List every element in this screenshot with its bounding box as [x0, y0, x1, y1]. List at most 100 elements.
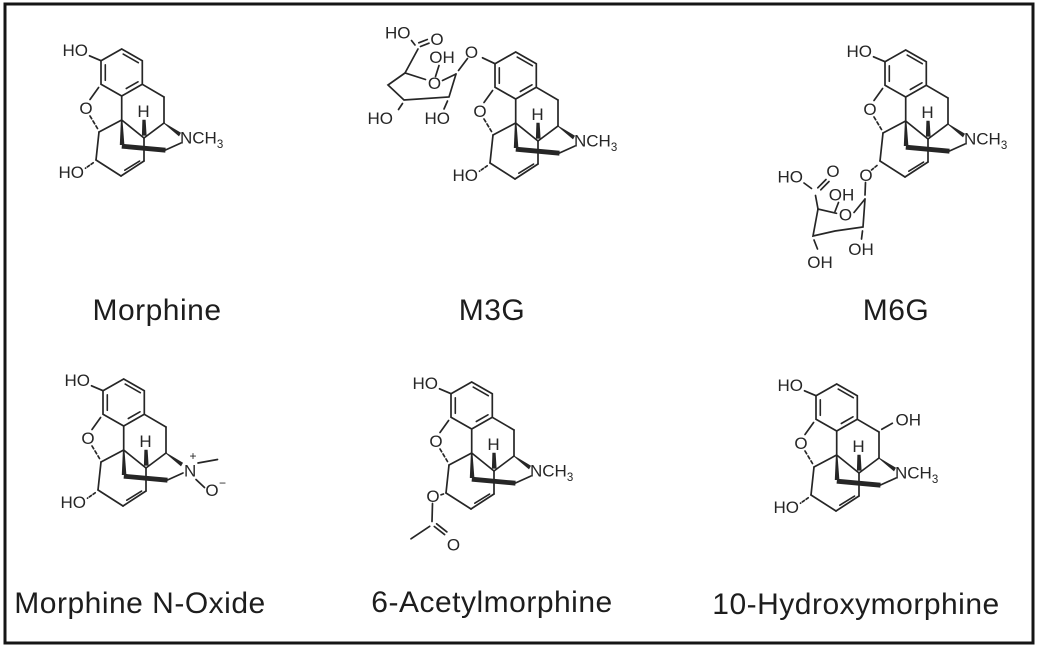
atom-label-ho3: HO: [63, 41, 89, 60]
morphinan-core: [81, 379, 183, 506]
glucuronide-group: O O HO O OH OH OH: [778, 162, 878, 272]
atom-label-ho3: HO: [778, 376, 804, 395]
bond: [195, 478, 206, 489]
acetyl-group: O O: [410, 487, 460, 555]
bond: [813, 239, 819, 250]
atom-label-ring-o: O: [839, 206, 852, 225]
atom-label-acid-ho: HO: [778, 168, 804, 187]
morphinan-core: [429, 382, 531, 509]
double-bond-line: [419, 42, 430, 48]
atom-label-oh-top: OH: [429, 48, 455, 67]
subscript: 3: [217, 139, 223, 151]
bond: [197, 458, 219, 464]
bond: [431, 502, 434, 523]
atom-label-ho3: HO: [65, 371, 91, 390]
n-oxide-group: N + O −: [184, 449, 226, 500]
bond: [434, 64, 440, 78]
atom-label-oh-br: OH: [848, 240, 874, 259]
morphinan-core: [794, 384, 896, 511]
structure-morphine-n-oxide: HO HO N + O −: [61, 371, 227, 512]
dashed-bond: [870, 164, 878, 171]
atom-label-acid-ho: HO: [385, 24, 411, 43]
subscript: 3: [611, 142, 617, 154]
atom-label-oh-bl: OH: [807, 253, 833, 272]
double-bond-line: [435, 522, 448, 533]
molecule-label-m3g: M3G: [459, 294, 526, 327]
methyl-label: CH: [586, 132, 611, 151]
bond: [860, 230, 864, 240]
bond: [880, 422, 894, 431]
atom-label-nch3: NCH3: [895, 464, 938, 487]
atom-label-nch3: NCH3: [530, 462, 573, 485]
dashed-bond: [86, 491, 97, 500]
bond: [410, 525, 431, 540]
double-bond-line: [433, 525, 446, 536]
atom-label-oh-top: OH: [829, 186, 855, 205]
atom-label-nch3: NCH3: [574, 132, 617, 155]
atom-label-ho3: HO: [847, 42, 873, 61]
atom-label-nch3: NCH3: [964, 130, 1007, 153]
morphinan-core: [79, 49, 181, 176]
glucuronide-group: O O HO O OH HO HO: [368, 24, 496, 128]
methyl-label: CH: [976, 130, 1001, 149]
n-label: N: [574, 132, 586, 151]
atom-label-nch3: NCH3: [180, 129, 223, 152]
structure-10-hydroxymorphine: HO HO NCH3 OH: [774, 376, 939, 517]
methyl-label: CH: [192, 129, 217, 148]
atom-label-oh10: OH: [896, 411, 922, 430]
molecule-label-m6g: M6G: [863, 294, 930, 327]
bond: [872, 55, 886, 63]
molecule-label-morphine-n-oxide: Morphine N-Oxide: [14, 587, 265, 620]
bond: [814, 194, 819, 210]
molecule-label-6-acetylmorphine: 6-Acetylmorphine: [371, 586, 612, 619]
atom-label-oxide-o: O: [205, 481, 218, 500]
bond: [404, 48, 419, 74]
atom-label-ho-bl: HO: [368, 109, 394, 128]
atom-label-carbonyl-o: O: [430, 30, 443, 49]
subscript: 3: [932, 474, 938, 486]
dashed-bond: [84, 161, 95, 170]
subscript: 3: [567, 472, 573, 484]
atom-label-ether-o: O: [465, 43, 478, 62]
bond: [410, 39, 416, 46]
n-label: N: [530, 462, 542, 481]
bond: [457, 57, 469, 72]
atom-label-n: N: [184, 462, 196, 481]
atom-label-ho-br: HO: [425, 109, 451, 128]
methyl-label: CH: [542, 462, 567, 481]
bond: [443, 100, 449, 110]
atom-label-ho6: HO: [774, 498, 800, 517]
figure-border: [3, 2, 1035, 645]
atom-label-ether-o: O: [859, 166, 872, 185]
atom-label-carbonyl-o: O: [447, 536, 460, 555]
bond: [397, 102, 404, 111]
n-label: N: [180, 129, 192, 148]
bond: [811, 198, 866, 238]
n-label: N: [964, 130, 976, 149]
double-bond-line: [417, 38, 429, 44]
structure-morphine: HO HO NCH3: [59, 41, 224, 182]
dashed-bond: [799, 496, 810, 505]
bond: [834, 201, 840, 213]
atom-label-ester-o: O: [426, 487, 439, 506]
structure-m6g: HO NCH3 O O HO O OH OH OH: [778, 42, 1008, 272]
atom-label-ring-o: O: [428, 74, 441, 93]
atom-label-ho6: HO: [61, 493, 87, 512]
bond: [864, 181, 867, 196]
atom-label-ho6: HO: [453, 166, 479, 185]
minus-charge: −: [219, 476, 226, 490]
molecule-label-morphine: Morphine: [92, 294, 221, 327]
structure-m3g: HO NCH3 O O HO O OH HO HO: [368, 24, 618, 186]
bond: [481, 56, 496, 65]
bond: [90, 384, 104, 392]
morphinan-core: [473, 52, 575, 179]
bond: [386, 72, 457, 101]
hydroxy-10-group: OH: [880, 411, 922, 431]
dashed-bond: [478, 164, 489, 173]
atom-label-ho6: HO: [59, 163, 85, 182]
bond: [88, 54, 102, 62]
methyl-label: CH: [907, 464, 932, 483]
atom-label-ho3: HO: [413, 374, 439, 393]
plus-charge: +: [189, 449, 196, 463]
